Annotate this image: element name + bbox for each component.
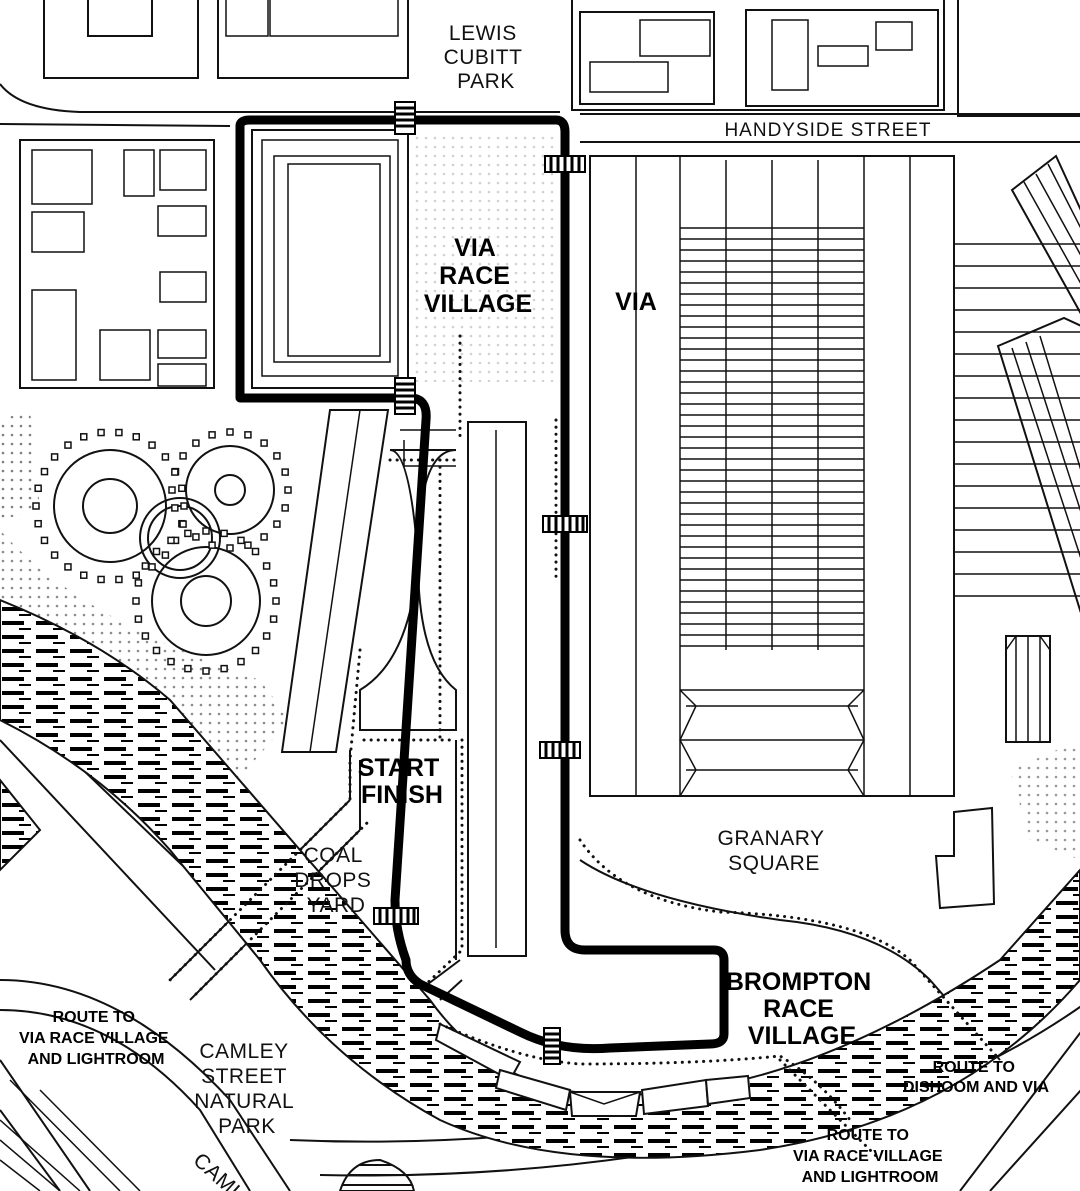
lewis-cubitt-park-label: LEWIS CUBITT PARK xyxy=(444,22,529,93)
handyside-street-edges xyxy=(0,83,1080,143)
route-label-left: ROUTE TO VIA RACE VILLAGE AND LIGHTROOM xyxy=(19,1009,173,1068)
handyside-street-label: HANDYSIDE STREET xyxy=(724,120,931,141)
via-race-village-label: VIA RACE VILLAGE xyxy=(424,234,532,318)
railway-lines xyxy=(0,1079,141,1191)
dotted-texture xyxy=(0,530,290,800)
via-building xyxy=(589,155,955,797)
via-label: VIA xyxy=(615,288,657,316)
plaza-texture xyxy=(410,132,558,382)
canal-band xyxy=(0,778,42,872)
route-label-right-lower: ROUTE TO VIA RACE VILLAGE AND LIGHTROOM xyxy=(793,1127,947,1186)
camley-road-label: CAML xyxy=(189,1149,249,1191)
gasholder-circles xyxy=(32,428,292,675)
right-side-structures xyxy=(934,154,1080,910)
top-buildings xyxy=(43,0,1080,117)
start-finish-label: START FINISH xyxy=(358,754,446,809)
course-markers xyxy=(373,101,588,1065)
camley-street-natural-park-label: CAMLEY STREET NATURAL PARK xyxy=(194,1040,300,1138)
canal-buildings xyxy=(434,1022,752,1117)
granary-square-label: GRANARY SQUARE xyxy=(718,827,831,875)
coal-drops-buildings xyxy=(280,409,527,957)
brompton-race-village-label: BROMPTON RACE VILLAGE xyxy=(726,968,878,1050)
coal-drops-yard-label: COAL DROPS YARD xyxy=(294,844,378,917)
hatched-area xyxy=(338,1158,416,1191)
walking-routes xyxy=(168,334,1002,1162)
left-building-block xyxy=(19,139,215,389)
route-label-right-upper: ROUTE TO DISHOOM AND VIA xyxy=(903,1059,1050,1096)
via-race-village-pitch xyxy=(251,129,409,389)
dotted-texture xyxy=(0,410,40,520)
dotted-texture xyxy=(1010,740,1080,860)
race-course-line xyxy=(235,115,729,1054)
